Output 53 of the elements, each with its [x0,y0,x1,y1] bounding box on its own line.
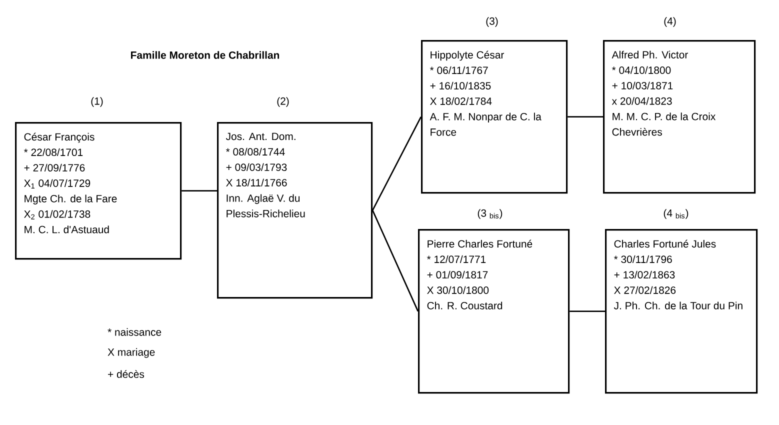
title: Famille Moreton de Chabrillan [131,51,280,59]
generation-number: (4 $_{bis}$) [664,209,688,219]
text-line: x 20/04/1823 [612,97,672,105]
text-line: A. F. M. Nonpar de C. la Force [430,112,542,136]
text-line: X$_{2}$ 01/02/1738 [24,210,90,220]
person-box [605,229,758,394]
connector-line [372,210,419,312]
connector-line [182,190,217,192]
text-line: * 22/08/1701 [24,148,83,156]
person-box [418,229,570,394]
text-line: Ch. R. Coustard [427,302,502,310]
text-line: Pierre Charles Fortuné [428,240,532,248]
text-line: Hippolyte César [430,50,504,61]
text-line: M. C. L. d'Astuaud [24,226,109,234]
text-line: * 06/11/1767 [430,66,488,74]
person-box [15,122,182,260]
person-box [603,40,756,194]
text-line: Mgte Ch. de la Fare [24,194,117,204]
text-line: Inn. Aglaë V. du Plessis-Richelieu [226,194,305,218]
person-box [217,122,373,299]
text-line: + 10/03/1871 [612,82,673,90]
connector-line [568,116,603,118]
text-line: X 18/11/1766 [226,178,287,186]
text-line: M. M. C. P. de la Croix Chevrières [612,112,716,136]
legend-entry: * naissance [108,328,162,336]
generation-number: (4) [664,17,676,27]
text-line: Jos. Ant. Dom. [226,132,296,140]
text-line: + 09/03/1793 [226,163,287,171]
text-line: J. Ph. Ch. de la Tour du Pin [614,302,742,310]
generation-number: (3 $_{bis}$) [478,209,502,219]
text-line: X$_{1}$ 04/07/1729 [24,179,90,188]
text-line: * 12/07/1771 [426,255,486,264]
legend-entry: + décès [108,370,144,378]
text-line: X 30/10/1800 [427,286,489,294]
text-line: X 27/02/1826 [614,286,676,294]
text-line: + 27/09/1776 [24,164,85,172]
generation-number: (1) [91,97,103,107]
text-line: Alfred Ph. Victor [612,50,688,58]
generation-number: (3) [486,17,498,27]
text-line: X 18/02/1784 [430,97,492,105]
text-line: * 04/10/1800 [612,66,671,74]
text-line: * 08/08/1744 [226,148,285,156]
connector-line [570,310,605,312]
connector-line [372,116,422,211]
text-line: César François [24,132,94,143]
text-line: + 16/10/1835 [430,82,491,90]
text-line: Charles Fortuné Jules [614,240,716,248]
text-line: + 01/09/1817 [427,270,488,278]
legend-entry: X mariage [108,348,155,358]
text-line: * 30/11/1796 [614,255,672,264]
text-line: + 13/02/1863 [614,270,675,278]
person-box [421,40,568,194]
generation-number: (2) [277,97,289,107]
